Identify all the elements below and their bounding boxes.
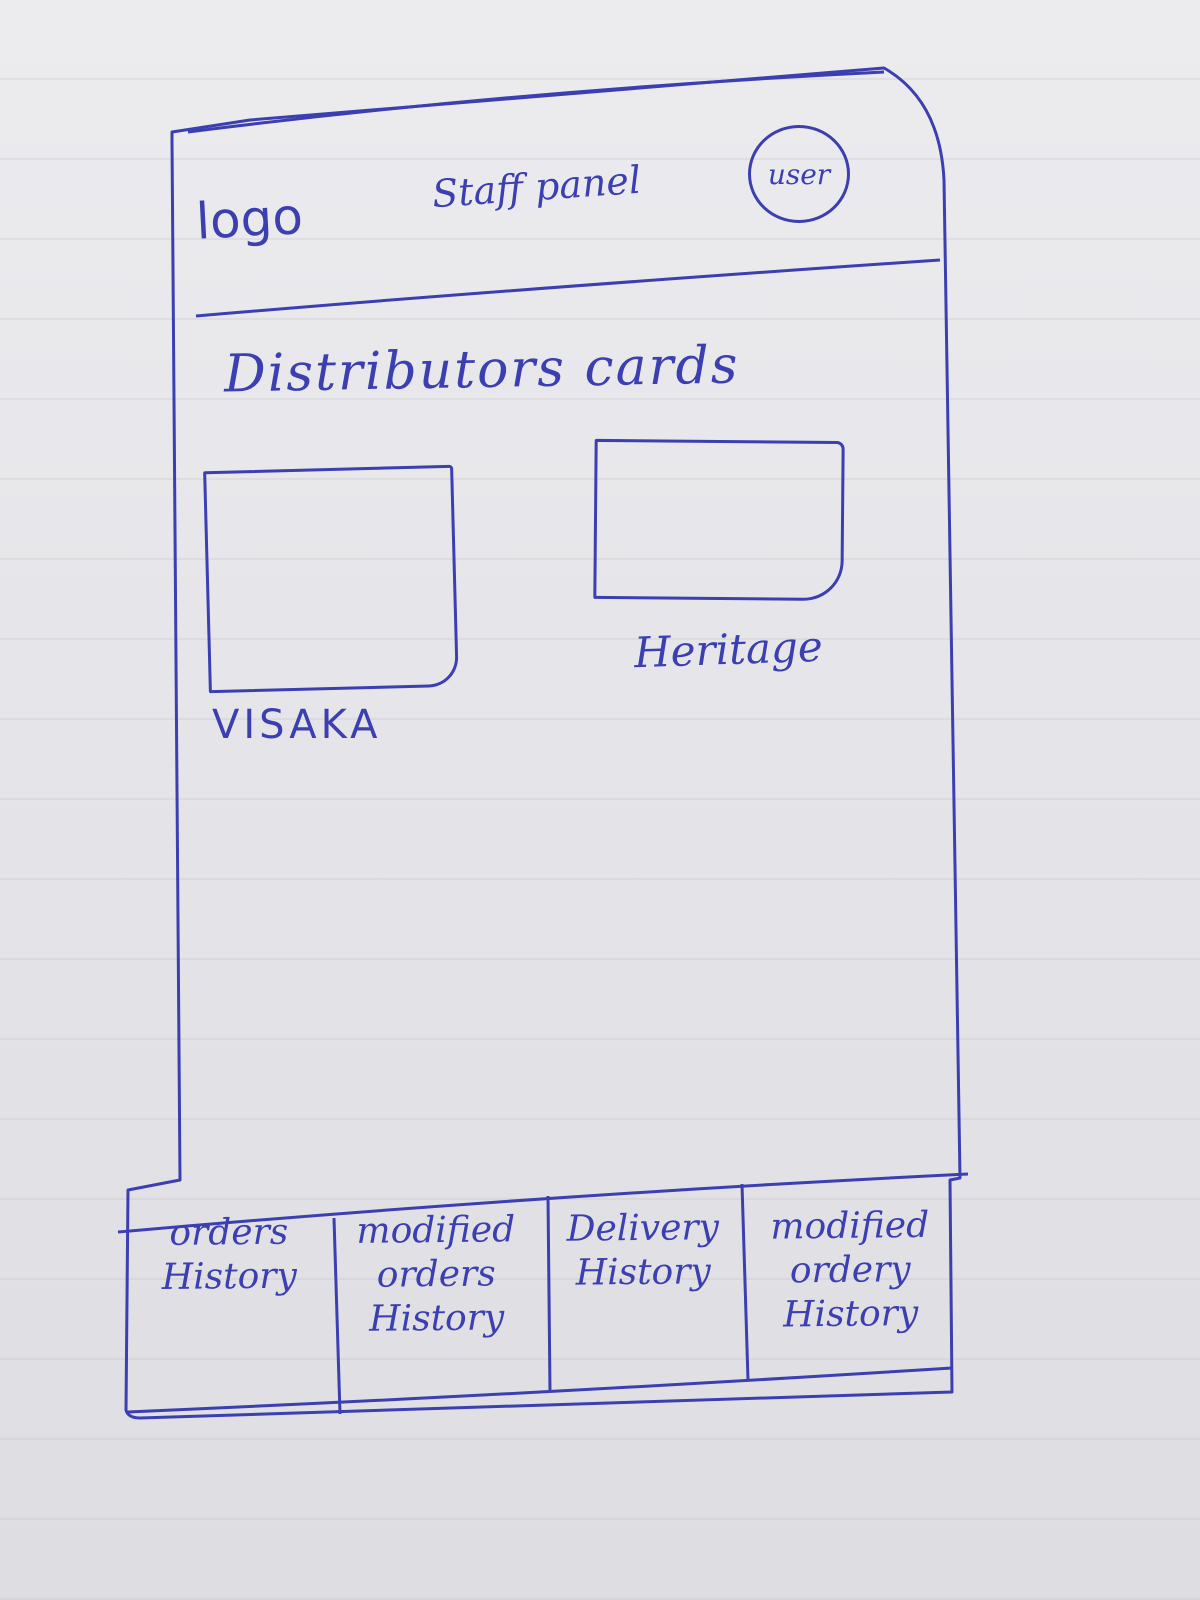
nav-divider-3 bbox=[740, 1183, 750, 1381]
section-title: Distributors cards bbox=[223, 335, 740, 405]
nav-label-line: ordery bbox=[789, 1249, 911, 1292]
nav-divider-1 bbox=[332, 1217, 342, 1415]
distributor-card-heritage[interactable] bbox=[593, 438, 845, 602]
nav-label-line: modified bbox=[356, 1209, 516, 1252]
header-top-line bbox=[187, 70, 885, 134]
nav-label-line: History bbox=[782, 1293, 919, 1336]
nav-label-line: orders bbox=[376, 1253, 496, 1296]
bottom-nav: orders History modified orders History D… bbox=[125, 1176, 955, 1417]
nav-delivery-history[interactable]: Delivery History bbox=[539, 1178, 748, 1412]
user-avatar-button[interactable]: user bbox=[748, 125, 850, 223]
nav-label-line: History bbox=[368, 1297, 505, 1340]
nav-orders-history[interactable]: orders History bbox=[125, 1182, 334, 1416]
distributor-card-label-visaka: VISAKA bbox=[212, 702, 382, 748]
nav-modified-ordery-history[interactable]: modified ordery History bbox=[746, 1176, 955, 1410]
nav-label-line: Delivery bbox=[566, 1207, 720, 1250]
bottom-nav-top-line bbox=[117, 1172, 969, 1234]
distributor-card-visaka[interactable] bbox=[203, 464, 459, 694]
bottom-nav-bottom-line bbox=[127, 1366, 953, 1414]
nav-label-line: History bbox=[161, 1255, 298, 1298]
nav-label-line: modified bbox=[770, 1204, 930, 1248]
nav-divider-2 bbox=[546, 1195, 552, 1393]
nav-label-line: orders bbox=[169, 1211, 289, 1254]
header-divider bbox=[195, 258, 941, 318]
logo: logo bbox=[194, 187, 305, 251]
phone-frame-outline bbox=[124, 66, 962, 1420]
distributor-card-label-heritage: Heritage bbox=[633, 621, 824, 678]
nav-modified-orders-history[interactable]: modified orders History bbox=[332, 1180, 541, 1414]
nav-label-line: History bbox=[575, 1251, 712, 1294]
